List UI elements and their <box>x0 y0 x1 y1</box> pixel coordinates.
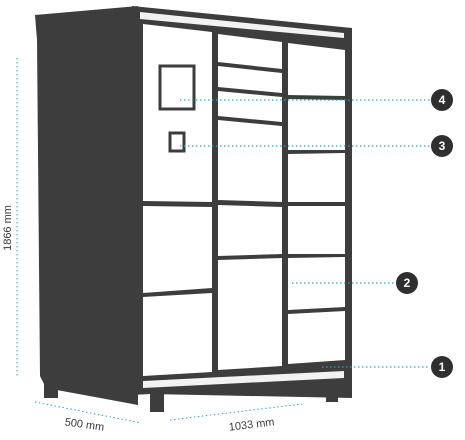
callout-1-number: 1 <box>439 360 446 374</box>
callout-1-circle <box>431 356 453 378</box>
height-dimension-label: 1866 mm <box>2 205 14 251</box>
callout-4: 4 <box>431 89 453 111</box>
cabinet-foot-back <box>44 378 58 398</box>
callout-2-number: 2 <box>404 276 411 290</box>
locker-door-mid-1 <box>218 34 282 69</box>
locker-door-left-middle <box>143 206 212 293</box>
cabinet-plinth <box>143 371 344 388</box>
callout-3-circle <box>431 135 453 157</box>
depth-dimension-label: 500 mm <box>64 416 105 433</box>
cabinet-foot-left <box>150 392 164 412</box>
callout-3-number: 3 <box>439 139 446 153</box>
card-reader <box>168 131 186 153</box>
callout-2-circle <box>396 272 418 294</box>
width-dimension-line <box>169 403 303 421</box>
locker-door-left-bottom <box>143 293 212 376</box>
callout-4-number: 4 <box>439 93 446 107</box>
locker-door-mid-5 <box>218 205 282 256</box>
locker-door-mid-4 <box>218 120 282 202</box>
locker-door-right-2 <box>288 99 345 150</box>
callout-leaders <box>180 99 430 368</box>
cabinet-top-rim <box>140 12 344 38</box>
locker-door-right-3 <box>288 153 345 202</box>
cabinet-foot-right <box>326 384 338 402</box>
locker-door-right-6 <box>288 311 345 364</box>
locker-door-mid-2 <box>218 66 282 93</box>
callout-3: 3 <box>431 135 453 157</box>
callout-4-circle <box>431 89 453 111</box>
width-dimension-label: 1033 mm <box>228 416 275 433</box>
callout-1: 1 <box>431 356 453 378</box>
locker-door-mid-6 <box>218 258 282 370</box>
locker-door-mid-3 <box>218 91 282 122</box>
touch-screen <box>158 64 196 111</box>
dimension-lines <box>16 58 303 424</box>
locker-door-right-4 <box>288 206 345 254</box>
locker-cabinet <box>35 6 352 412</box>
locker-door-right-1 <box>288 43 345 96</box>
locker-door-terminal <box>143 24 212 202</box>
cabinet-side-panel <box>35 6 138 405</box>
callout-2: 2 <box>396 272 418 294</box>
